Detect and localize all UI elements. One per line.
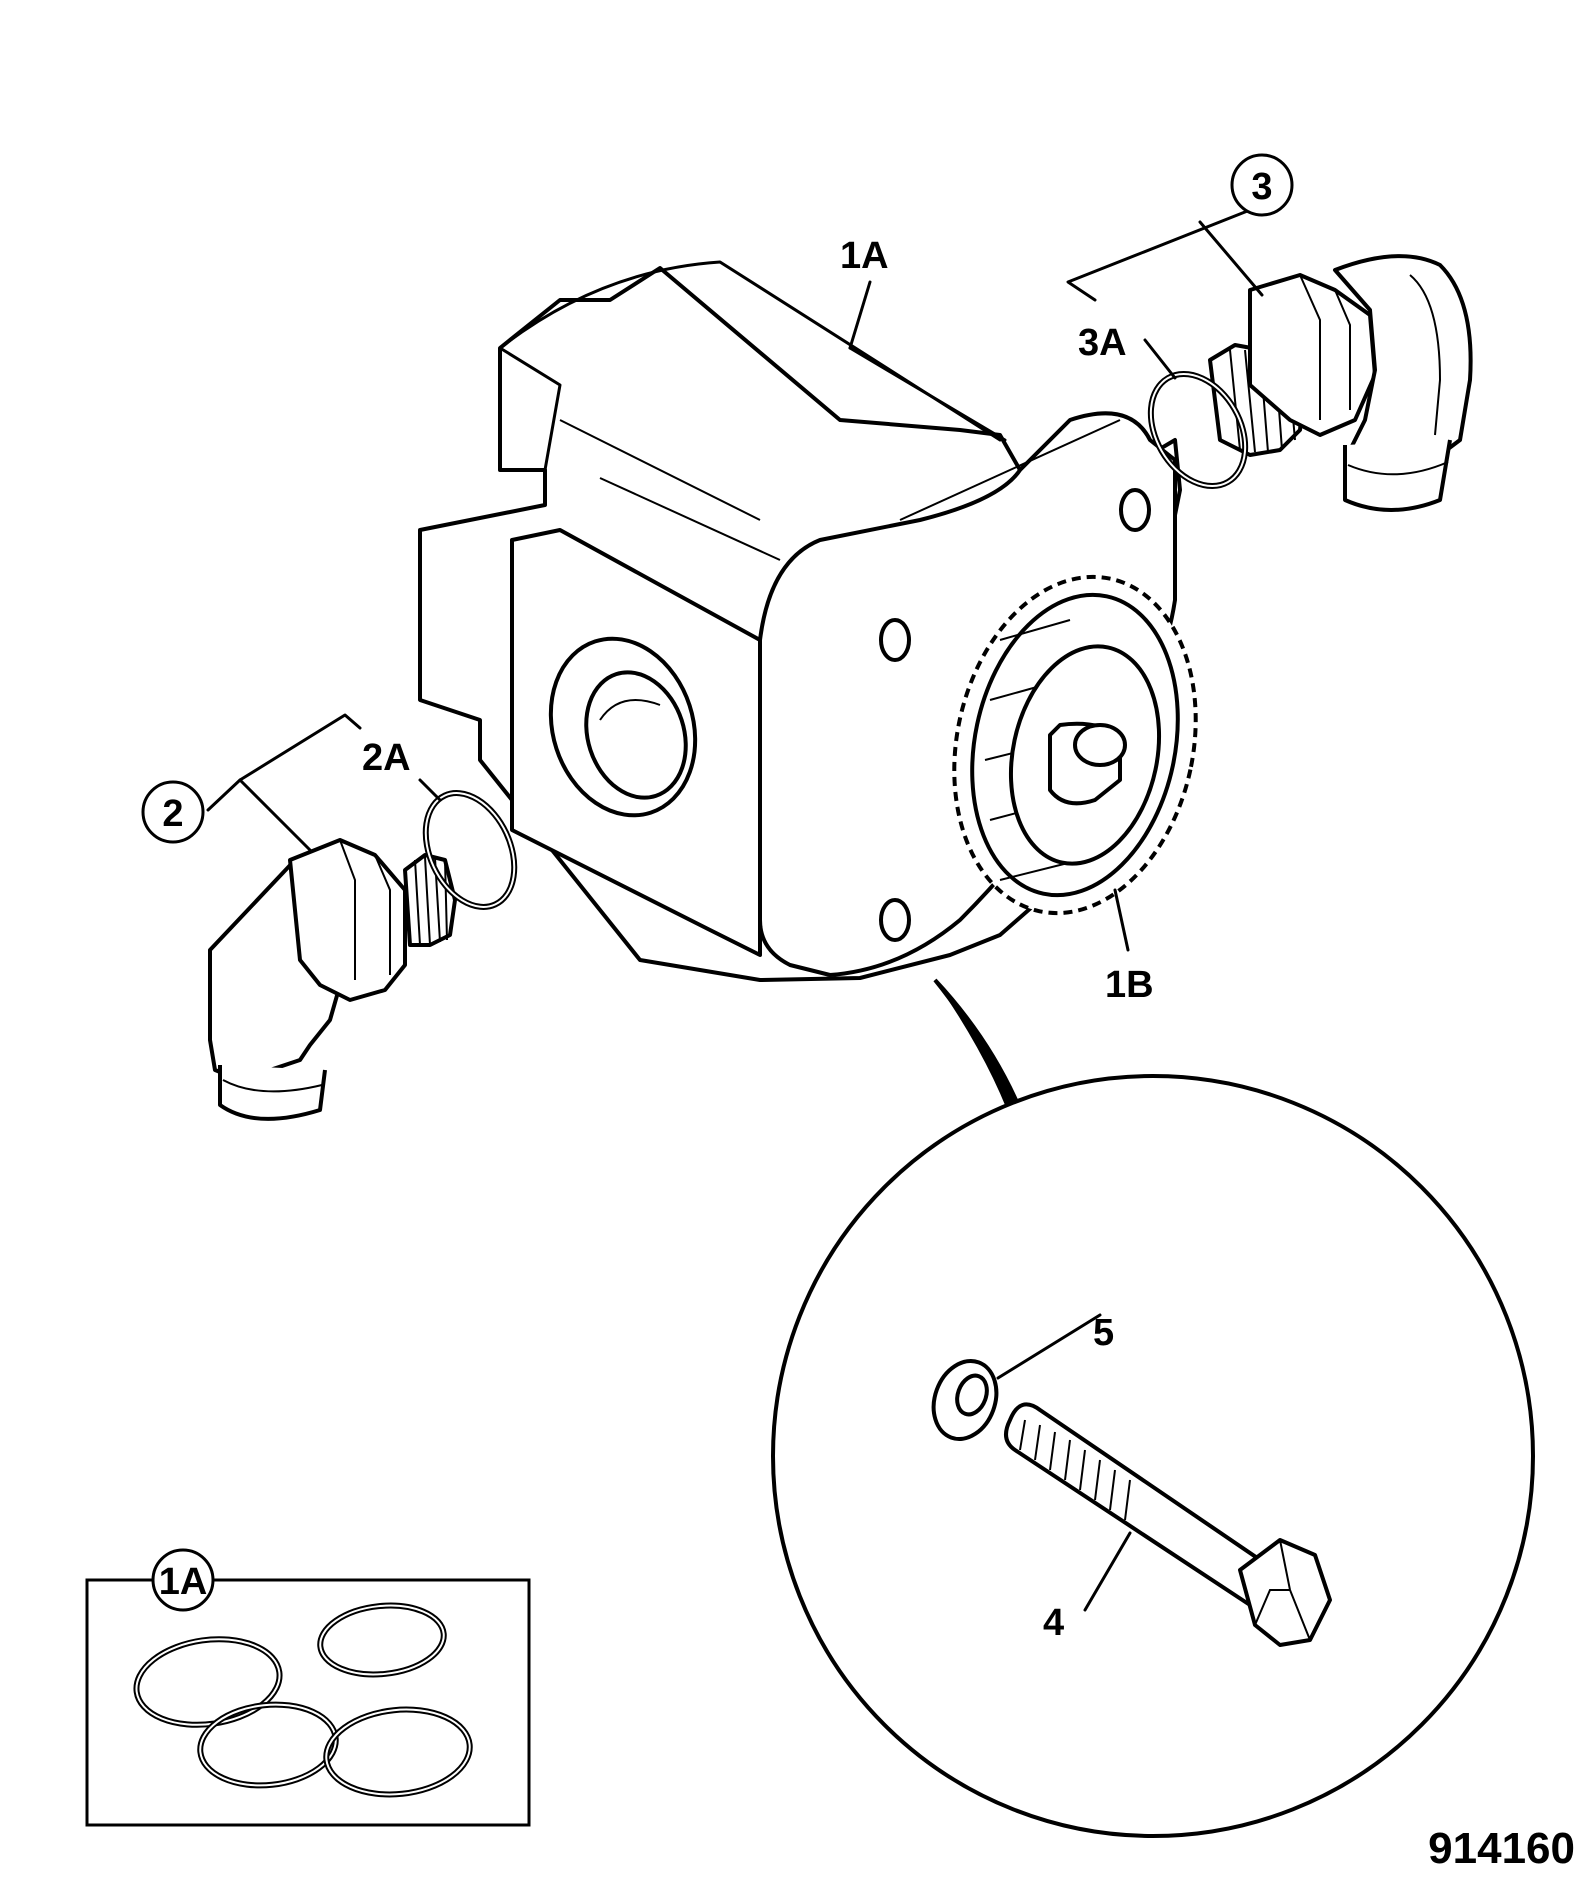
washer xyxy=(931,1359,999,1441)
oring-left xyxy=(422,790,518,910)
reference-number: 914160 xyxy=(1428,1824,1575,1873)
label-oring-left: 2A xyxy=(362,737,411,779)
callout-bubble-3 xyxy=(1230,153,1294,217)
drive-gear xyxy=(952,574,1198,916)
oring-right xyxy=(1147,370,1249,490)
elbow-fitting-right xyxy=(1208,254,1473,512)
label-washer: 5 xyxy=(1093,1312,1114,1354)
callout-bubble-1a-kit xyxy=(151,1548,215,1612)
seal-kit-box xyxy=(85,1578,531,1827)
label-drive-gear: 1B xyxy=(1105,964,1154,1006)
leader-lines xyxy=(206,208,1264,1612)
label-fitting-left: 2 xyxy=(162,793,183,835)
seal-rings xyxy=(133,1602,473,1798)
callout-bubble-2 xyxy=(141,780,205,844)
label-main-body: 1A xyxy=(840,235,889,277)
label-oring-right: 3A xyxy=(1078,322,1127,364)
pump-body xyxy=(418,260,1182,982)
label-bolt: 4 xyxy=(1043,1602,1064,1644)
label-fitting-right: 3 xyxy=(1251,166,1272,208)
bolt xyxy=(1004,1402,1332,1647)
elbow-fitting-left xyxy=(208,838,457,1121)
detail-callout xyxy=(771,978,1535,1838)
label-seal-kit: 1A xyxy=(159,1561,208,1603)
